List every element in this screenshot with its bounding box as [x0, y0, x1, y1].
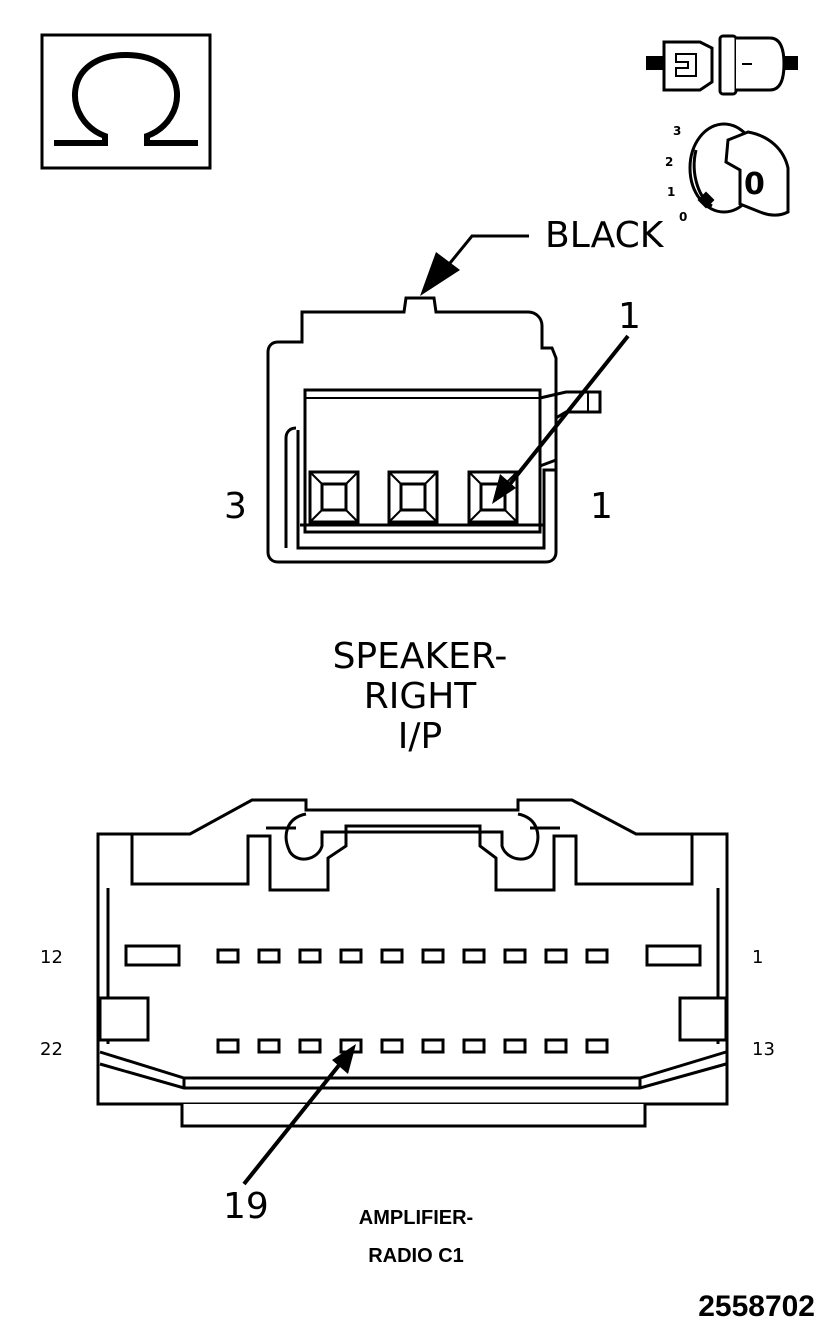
ignition-position-2: 2	[665, 155, 673, 169]
amplifier-connector: 12 1 22 13 19 AMPLIFIER- RADIO C1	[40, 798, 775, 1267]
amp-cavity-top	[585, 948, 609, 964]
speaker-title-line-3: I/P	[398, 716, 442, 757]
amp-cavity-bottom	[544, 1038, 568, 1054]
amp-cavity-top	[544, 948, 568, 964]
amp-callout-pin-label: 19	[223, 1186, 269, 1227]
figure-id: 2558702	[698, 1290, 815, 1323]
speaker-right-pin-label: 1	[590, 486, 613, 527]
ignition-position-3: 3	[673, 124, 681, 138]
amp-cavity-wide-top-left	[124, 944, 181, 967]
amp-cavity-top	[503, 948, 527, 964]
amp-cavity-bottom	[298, 1038, 322, 1054]
amp-cavity-bottom	[585, 1038, 609, 1054]
amp-cavity-bottom	[421, 1038, 445, 1054]
amp-title-line-2: RADIO C1	[368, 1245, 464, 1267]
amp-cavity-top	[257, 948, 281, 964]
speaker-connector: BLACK	[224, 215, 665, 757]
ignition-position-0: 0	[679, 210, 687, 224]
amp-pin-label-12: 12	[40, 947, 63, 968]
amp-cavity-bottom	[462, 1038, 486, 1054]
speaker-callout-pin-label: 1	[618, 296, 641, 337]
connector-disconnected-icon	[646, 34, 798, 96]
amp-cavity-top	[380, 948, 404, 964]
amp-cavity-top	[339, 948, 363, 964]
speaker-pin-3	[308, 470, 360, 524]
amp-cavity-top	[421, 948, 445, 964]
amp-cavity-bottom	[257, 1038, 281, 1054]
speaker-pin-2	[387, 470, 439, 524]
amp-cavity-bottom	[380, 1038, 404, 1054]
amp-pin-label-13: 13	[752, 1039, 775, 1060]
ohm-symbol-icon	[40, 33, 212, 170]
amp-cavity-top	[216, 948, 240, 964]
speaker-title-line-2: RIGHT	[364, 676, 478, 717]
amp-cavity-top	[462, 948, 486, 964]
ignition-position-1: 1	[667, 185, 675, 199]
ignition-key-position: 0	[744, 167, 765, 202]
speaker-title-line-1: SPEAKER-	[333, 636, 508, 677]
amp-cavity-wide-top-right	[645, 944, 702, 967]
speaker-left-pin-label: 3	[224, 486, 247, 527]
amp-cavity-bottom	[503, 1038, 527, 1054]
amp-title-line-1: AMPLIFIER-	[359, 1207, 473, 1229]
amp-pin-label-1: 1	[752, 947, 763, 968]
amp-pin-label-22: 22	[40, 1039, 63, 1060]
amp-cavity-bottom	[216, 1038, 240, 1054]
connector-color-label: BLACK	[545, 215, 665, 256]
amp-cavity-top	[298, 948, 322, 964]
speaker-pin-1	[467, 470, 519, 524]
ignition-key-icon: 3 2 1 0 0	[665, 122, 790, 224]
